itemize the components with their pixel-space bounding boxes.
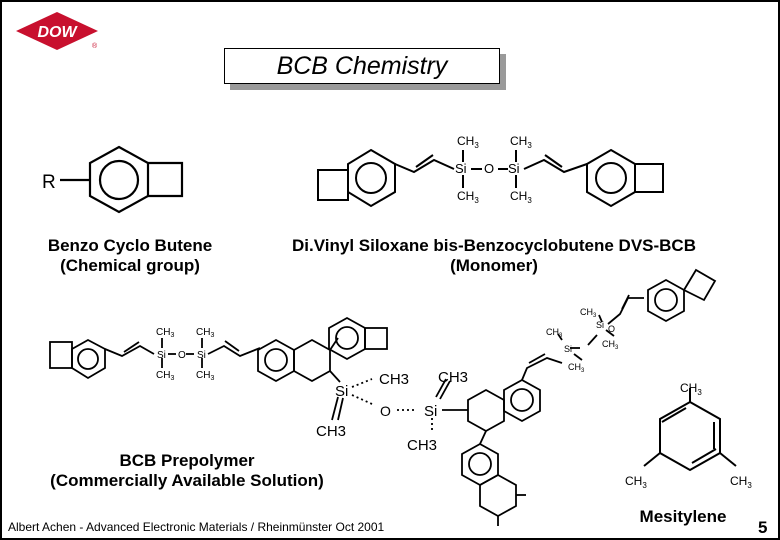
dow-logo: DOW ®: [16, 12, 98, 50]
svg-text:Si: Si: [564, 344, 572, 354]
svg-text:CH3: CH3: [457, 189, 479, 205]
benzo-label: Benzo Cyclo Butene (Chemical group): [30, 236, 230, 276]
dow-registered-mark: ®: [92, 42, 98, 50]
svg-text:CH3: CH3: [510, 189, 532, 205]
dow-diamond-icon: [16, 12, 98, 50]
svg-text:CH3: CH3: [580, 307, 597, 319]
svg-text:O: O: [484, 161, 494, 176]
svg-text:CH3: CH3: [546, 327, 563, 339]
monomer-structure: [317, 148, 664, 208]
monomer-label: Di.Vinyl Siloxane bis-Benzocyclobutene D…: [264, 236, 724, 276]
mesitylene-label: Mesitylene: [639, 507, 727, 526]
svg-text:CH3: CH3: [156, 327, 174, 339]
svg-text:Si: Si: [508, 161, 520, 176]
svg-text:Si: Si: [424, 403, 437, 420]
svg-text:O: O: [608, 324, 615, 334]
mesitylene-structure: [643, 388, 737, 472]
svg-text:Si: Si: [197, 350, 206, 361]
monomer-labels: CH3 CH3 Si O Si CH3 CH3: [455, 134, 532, 205]
svg-text:CH3: CH3: [196, 370, 214, 382]
prepolymer-label-line1: BCB Prepolymer: [119, 451, 255, 470]
svg-text:O: O: [178, 350, 186, 361]
benzo-label-line1: Benzo Cyclo Butene: [47, 236, 213, 255]
svg-text:Si: Si: [455, 161, 467, 176]
svg-text:CH3: CH3: [457, 134, 479, 150]
r-group-label: R: [42, 172, 56, 193]
prepolymer-structure: [49, 268, 717, 526]
svg-text:CH3: CH3: [568, 362, 585, 374]
svg-text:CH3: CH3: [602, 339, 619, 351]
svg-text:Si: Si: [335, 383, 348, 400]
prepolymer-label-line2: (Commercially Available Solution): [50, 471, 324, 490]
svg-text:O: O: [380, 403, 391, 419]
dow-logo-text: DOW: [37, 24, 78, 41]
page-number: 5: [758, 518, 768, 537]
svg-text:CH3: CH3: [196, 327, 214, 339]
benzo-label-line2: (Chemical group): [60, 256, 200, 275]
svg-text:CH3: CH3: [510, 134, 532, 150]
page-title: BCB Chemistry: [276, 51, 448, 80]
footer-citation: Albert Achen - Advanced Electronic Mater…: [8, 520, 385, 534]
svg-text:CH3: CH3: [438, 369, 468, 386]
svg-text:CH3: CH3: [316, 423, 346, 440]
monomer-label-line2: (Monomer): [450, 256, 538, 275]
monomer-label-line1: Di.Vinyl Siloxane bis-Benzocyclobutene D…: [292, 236, 696, 255]
svg-text:CH3: CH3: [156, 370, 174, 382]
prepolymer-labels: CH3 CH3 Si O Si CH3 CH3 Si CH3 O Si CH3 …: [156, 307, 619, 454]
bcb-structure: R: [42, 145, 184, 214]
svg-text:Si: Si: [157, 350, 166, 361]
prepolymer-label: BCB Prepolymer (Commercially Available S…: [32, 451, 342, 491]
mesitylene-labels: CH3 CH3 CH3: [625, 381, 752, 490]
svg-text:CH3: CH3: [379, 371, 409, 388]
svg-text:Si: Si: [596, 320, 604, 330]
svg-text:CH3: CH3: [680, 381, 702, 397]
title-box: BCB Chemistry: [224, 48, 500, 84]
svg-text:CH3: CH3: [407, 437, 437, 454]
svg-text:CH3: CH3: [730, 474, 752, 490]
svg-text:CH3: CH3: [625, 474, 647, 490]
